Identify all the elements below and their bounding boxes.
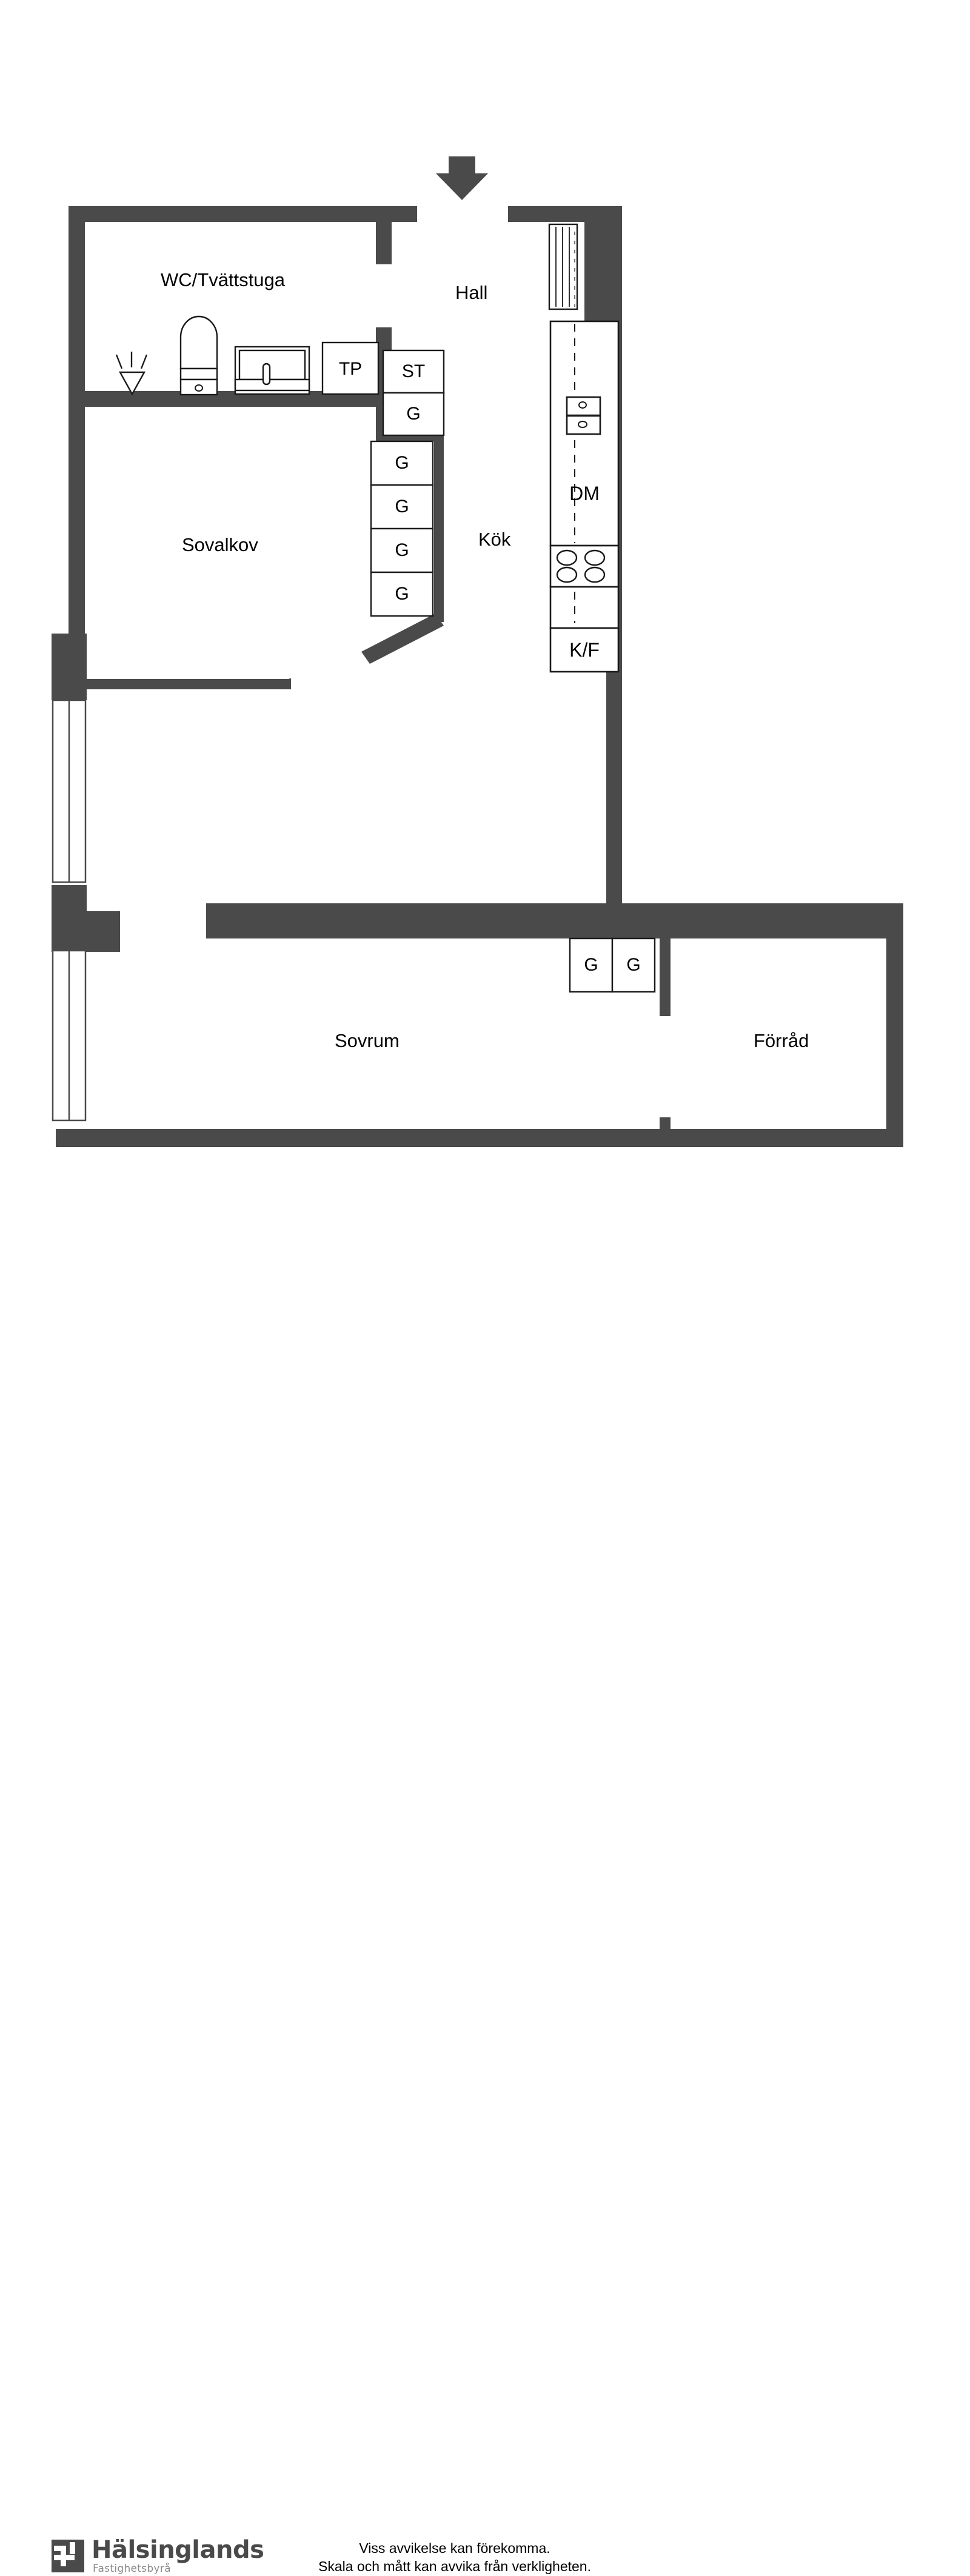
- wall-wc-right-nub: [376, 222, 392, 264]
- box-g5: [370, 571, 434, 617]
- room-label-forrad: Förråd: [754, 1030, 809, 1051]
- storage-boxes-group: [321, 341, 445, 617]
- wall-closet-right: [434, 434, 444, 622]
- wall-left-jamb-upper: [52, 634, 87, 700]
- window-left-upper: [52, 699, 87, 883]
- box-tp: [321, 341, 380, 395]
- unit-label-st: ST: [401, 361, 426, 381]
- wall-kitchen-shoulder: [584, 307, 622, 323]
- appliance-label-dishwasher: DM: [569, 483, 600, 504]
- windows-group: [52, 699, 87, 1122]
- wall-left-nub-lower: [87, 911, 120, 952]
- unit-label-g-2: G: [395, 453, 409, 473]
- room-label-sovrum: Sovrum: [335, 1030, 400, 1051]
- footer: Hälsinglands Fastighetsbyrå Viss avvikel…: [0, 1261, 970, 2574]
- walls-group: [52, 206, 903, 1147]
- room-label-wc-tvattstuga: WC/Tvättstuga: [161, 269, 285, 290]
- floor-plan-drawing: [52, 156, 903, 1147]
- unit-label-g-sovrum-right: G: [626, 955, 641, 975]
- wall-left-jamb-lower: [52, 885, 87, 952]
- wall-left-upper: [69, 206, 85, 637]
- box-g4: [370, 527, 434, 574]
- wall-wc-top: [69, 206, 417, 222]
- floor-plan-canvas: WC/Tvättstuga Hall Sovalkov Kök Sovrum F…: [52, 156, 903, 1147]
- box-g2: [370, 440, 434, 486]
- disclaimer-text: Viss avvikelse kan förekomma. Skala och …: [230, 2539, 679, 2576]
- appliance-label-fridge-freezer: K/F: [569, 639, 600, 661]
- unit-label-g-4: G: [395, 540, 409, 560]
- room-label-hall: Hall: [455, 282, 488, 303]
- toilet-icon: [179, 315, 218, 396]
- room-label-kok: Kök: [478, 529, 511, 550]
- unit-label-g-3: G: [395, 497, 409, 517]
- f-mark-icon: [52, 2540, 84, 2572]
- counter-plain-section: [549, 586, 620, 629]
- box-g1: [382, 392, 445, 437]
- box-st: [382, 349, 445, 394]
- box-g-sovrum-right: [611, 937, 656, 993]
- sovrum-closets-group: [569, 937, 656, 993]
- room-label-sovalkov: Sovalkov: [182, 534, 258, 555]
- wall-sovrum-top: [206, 903, 903, 938]
- unit-label-g-sovrum-left: G: [584, 955, 598, 975]
- unit-label-g-1: G: [406, 404, 421, 424]
- fridge-freezer-box: [549, 627, 620, 673]
- unit-label-g-5: G: [395, 584, 409, 604]
- washbasin-icon: [234, 346, 310, 395]
- wall-forrad-door-jamb: [660, 1117, 671, 1131]
- wall-right-exterior: [886, 903, 903, 1146]
- door-lines-group: [275, 678, 292, 685]
- box-g-sovrum-left: [569, 937, 614, 993]
- disclaimer-line-1: Viss avvikelse kan förekomma.: [359, 2540, 550, 2556]
- floor-drain-icon: [115, 352, 148, 396]
- window-left-lower: [52, 949, 87, 1122]
- wall-forrad-partition: [660, 938, 671, 1016]
- wall-bottom-exterior: [56, 1129, 903, 1147]
- wall-sovalkov-bottom: [85, 679, 291, 689]
- unit-label-tp: TP: [338, 359, 363, 379]
- kitchen-counter-group: [549, 320, 620, 673]
- entrance-arrow-icon: [436, 156, 488, 200]
- disclaimer-line-2: Skala och mått kan avvika från verklighe…: [318, 2558, 591, 2575]
- radiator-icon: [548, 223, 578, 310]
- wall-angled-closet: [361, 614, 444, 664]
- door-sovalkov: [275, 678, 292, 685]
- wall-kitchen-corner: [584, 206, 622, 321]
